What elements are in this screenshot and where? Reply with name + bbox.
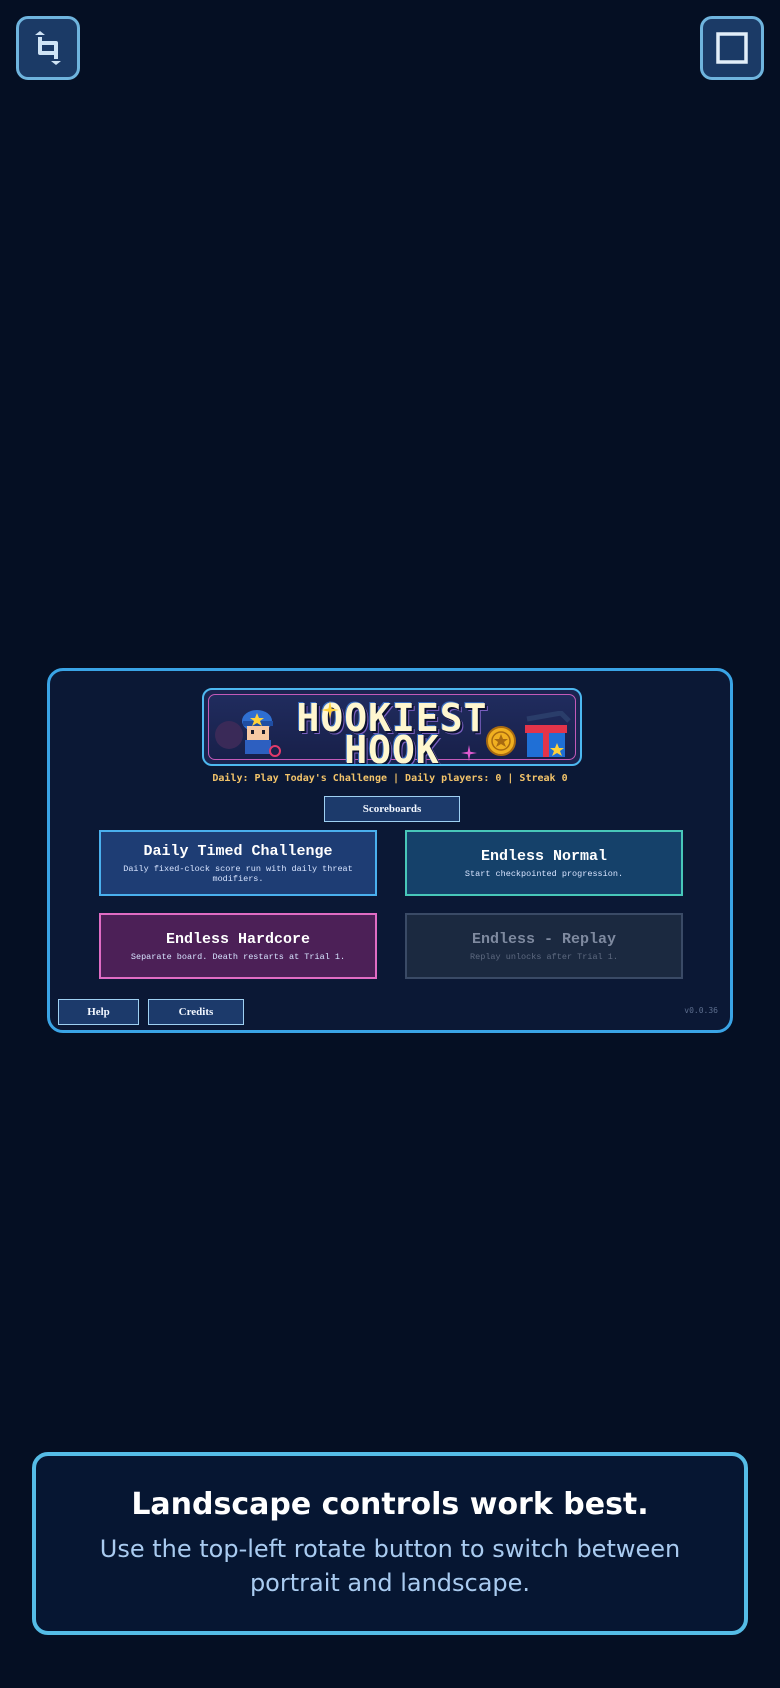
logo-line-2: HOOK	[344, 728, 440, 766]
endless-normal-button[interactable]: Endless Normal Start checkpointed progre…	[405, 830, 683, 896]
sparkle-icon	[321, 701, 339, 719]
logo-line-1: HOOKIEST	[296, 696, 488, 740]
logo-frame: HOOKIEST HOOK	[208, 694, 576, 764]
help-button[interactable]: Help	[58, 999, 139, 1025]
scoreboards-button[interactable]: Scoreboards	[324, 796, 460, 822]
mode-description: Start checkpointed progression.	[464, 868, 624, 879]
credits-button[interactable]: Credits	[148, 999, 244, 1025]
notice-title: Landscape controls work best.	[131, 1487, 649, 1522]
coin-icon	[486, 726, 516, 756]
mode-description: Daily fixed-clock score run with daily t…	[123, 863, 353, 884]
mode-title: Endless - Replay	[471, 930, 617, 948]
daily-status: Daily: Play Today's Challenge | Daily pl…	[212, 773, 568, 784]
sparkle-icon	[461, 745, 477, 761]
endless-replay-button: Endless - Replay Replay unlocks after Tr…	[405, 913, 683, 979]
mode-description: Separate board. Death restarts at Trial …	[130, 951, 346, 962]
version-label: v0.0.36	[684, 1006, 718, 1015]
hero-character-icon	[215, 710, 281, 757]
daily-timed-challenge-button[interactable]: Daily Timed Challenge Daily fixed-clock …	[99, 830, 377, 896]
mode-title: Daily Timed Challenge	[143, 842, 333, 860]
fullscreen-button[interactable]	[700, 16, 764, 80]
main-menu-panel: HOOKIEST HOOK	[47, 668, 733, 1033]
endless-hardcore-button[interactable]: Endless Hardcore Separate board. Death r…	[99, 913, 377, 979]
rotate-icon	[35, 31, 61, 65]
orientation-notice: Landscape controls work best. Use the to…	[32, 1452, 748, 1635]
gift-icon	[525, 711, 571, 757]
notice-body: Use the top-left rotate button to switch…	[99, 1535, 681, 1597]
mode-title: Endless Hardcore	[165, 930, 311, 948]
rotate-button[interactable]	[16, 16, 80, 80]
fullscreen-icon	[716, 32, 748, 64]
game-logo: HOOKIEST HOOK	[202, 688, 582, 766]
mode-title: Endless Normal	[480, 847, 608, 865]
mode-description: Replay unlocks after Trial 1.	[470, 951, 618, 962]
